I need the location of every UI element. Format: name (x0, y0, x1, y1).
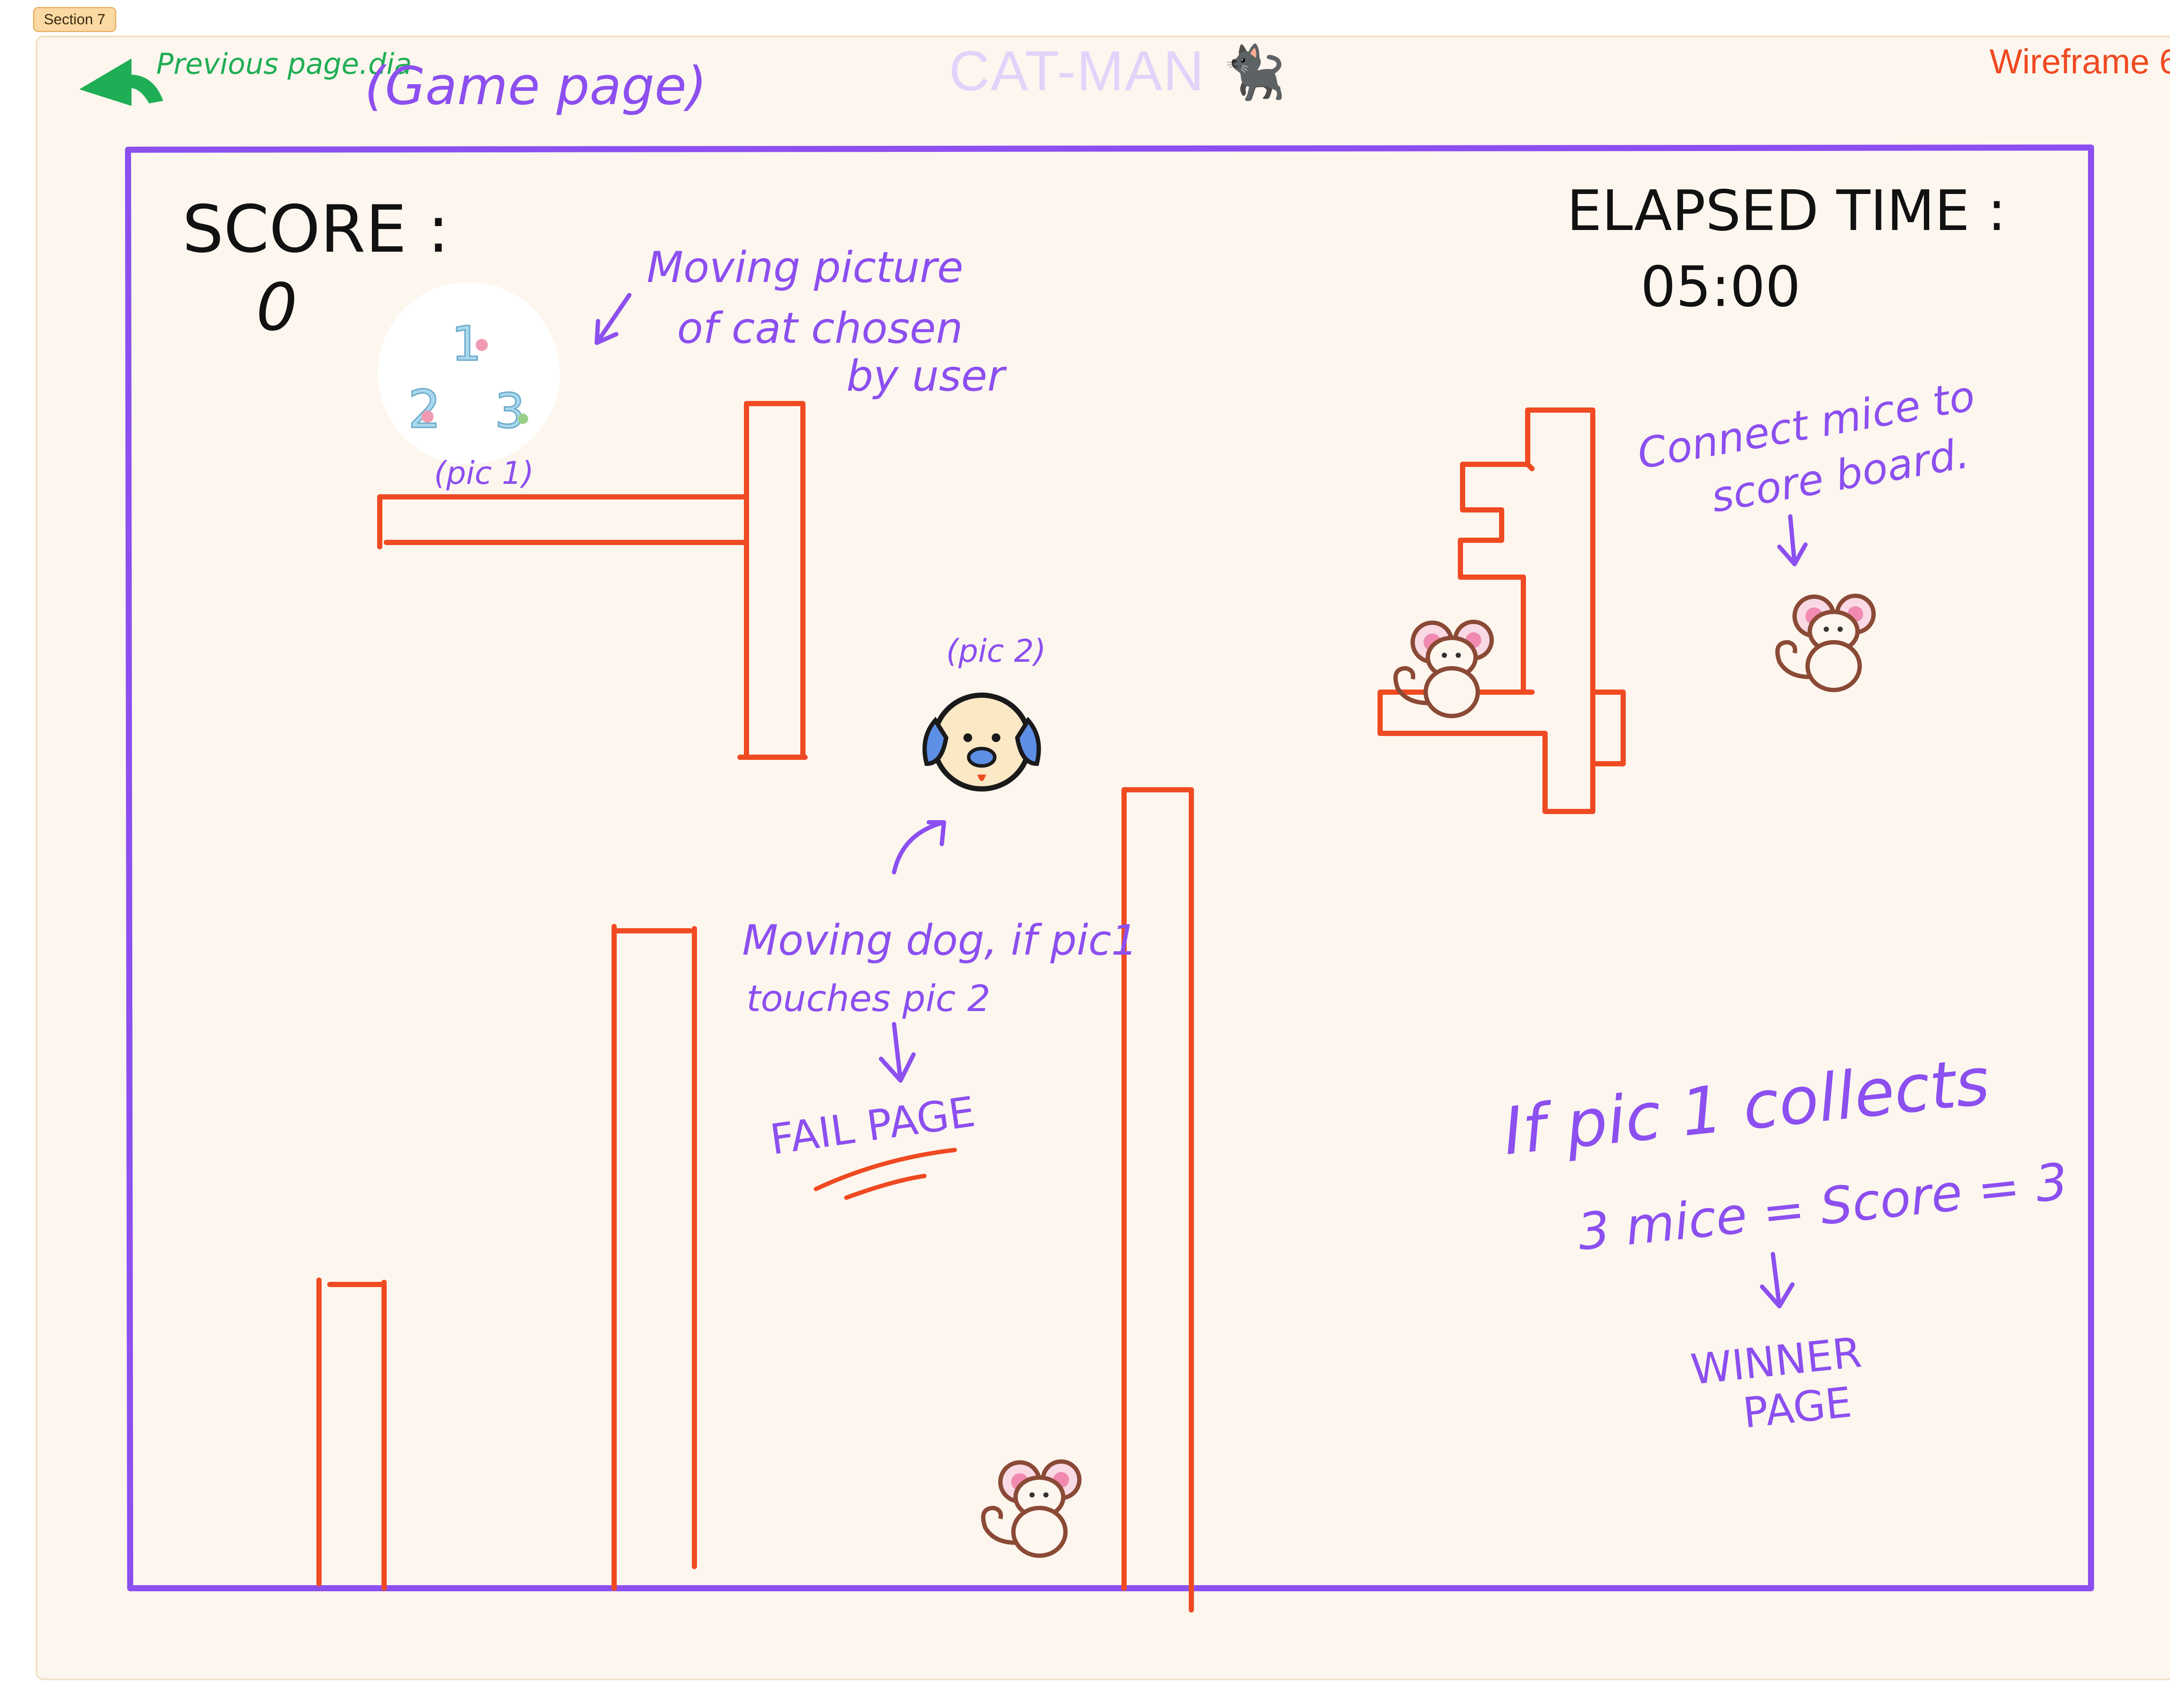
game-title: CAT-MAN 🐈‍⬛ (0, 38, 2170, 103)
back-link-label[interactable]: Previous page.dia (156, 47, 412, 81)
pillar-middle (612, 924, 697, 1591)
elapsed-time-value: 05:00 (1641, 255, 1801, 319)
pic2-caption: (pic 2) (946, 633, 1046, 669)
elapsed-time-label: ELAPSED TIME : (1567, 179, 2006, 243)
page-note: (Game page) (365, 56, 707, 117)
wall-t-shape (377, 401, 808, 760)
win-note-line1: If pic 1 collects (1500, 1044, 1993, 1170)
cat-note-line2: of cat chosen (677, 304, 963, 353)
mice-note-arrow (1777, 514, 1808, 566)
section-frame (36, 36, 2170, 1680)
back-arrow-icon[interactable] (79, 58, 164, 106)
cat-note-line3: by user (846, 351, 1007, 401)
mouse-icon (1775, 594, 1876, 692)
game-area-border (125, 145, 2094, 1591)
pillar-short (316, 1278, 387, 1591)
wireframe-label: Wireframe 6. (1989, 42, 2170, 81)
winner-arrow (1760, 1252, 1795, 1308)
section-label: Section 7 (33, 7, 116, 32)
dog-note-line1: Moving dog, if pic1 (742, 916, 1138, 965)
wall-right-structure (1378, 407, 1626, 814)
pic1-number-3: 3 (495, 383, 525, 439)
pic1-number-2: 2 (408, 380, 441, 440)
fail-arrow (879, 1022, 916, 1083)
mouse-icon (981, 1459, 1082, 1558)
winner-line2: PAGE (1741, 1378, 1854, 1438)
dog-icon (922, 693, 1041, 792)
win-note-line2: 3 mice = Score = 3 (1575, 1152, 2071, 1262)
mouse-icon (1393, 620, 1494, 718)
game-title-text: CAT-MAN (949, 39, 1205, 102)
cat-note-line1: Moving picture (647, 243, 963, 292)
fail-underline (814, 1148, 957, 1200)
maze-walls (316, 401, 1626, 1613)
cat-emoji-icon: 🐈‍⬛ (1221, 43, 1287, 102)
cat-picture: 1 2 3 (378, 282, 560, 464)
dog-note-line2: touches pic 2 (746, 977, 990, 1020)
pic1-caption: (pic 1) (434, 455, 534, 491)
cat-note-arrow (595, 293, 631, 345)
dog-note-arrow (892, 820, 946, 874)
pillar-tall (1121, 787, 1194, 1613)
score-value: 0 (256, 270, 297, 345)
score-label: SCORE : (182, 192, 449, 267)
